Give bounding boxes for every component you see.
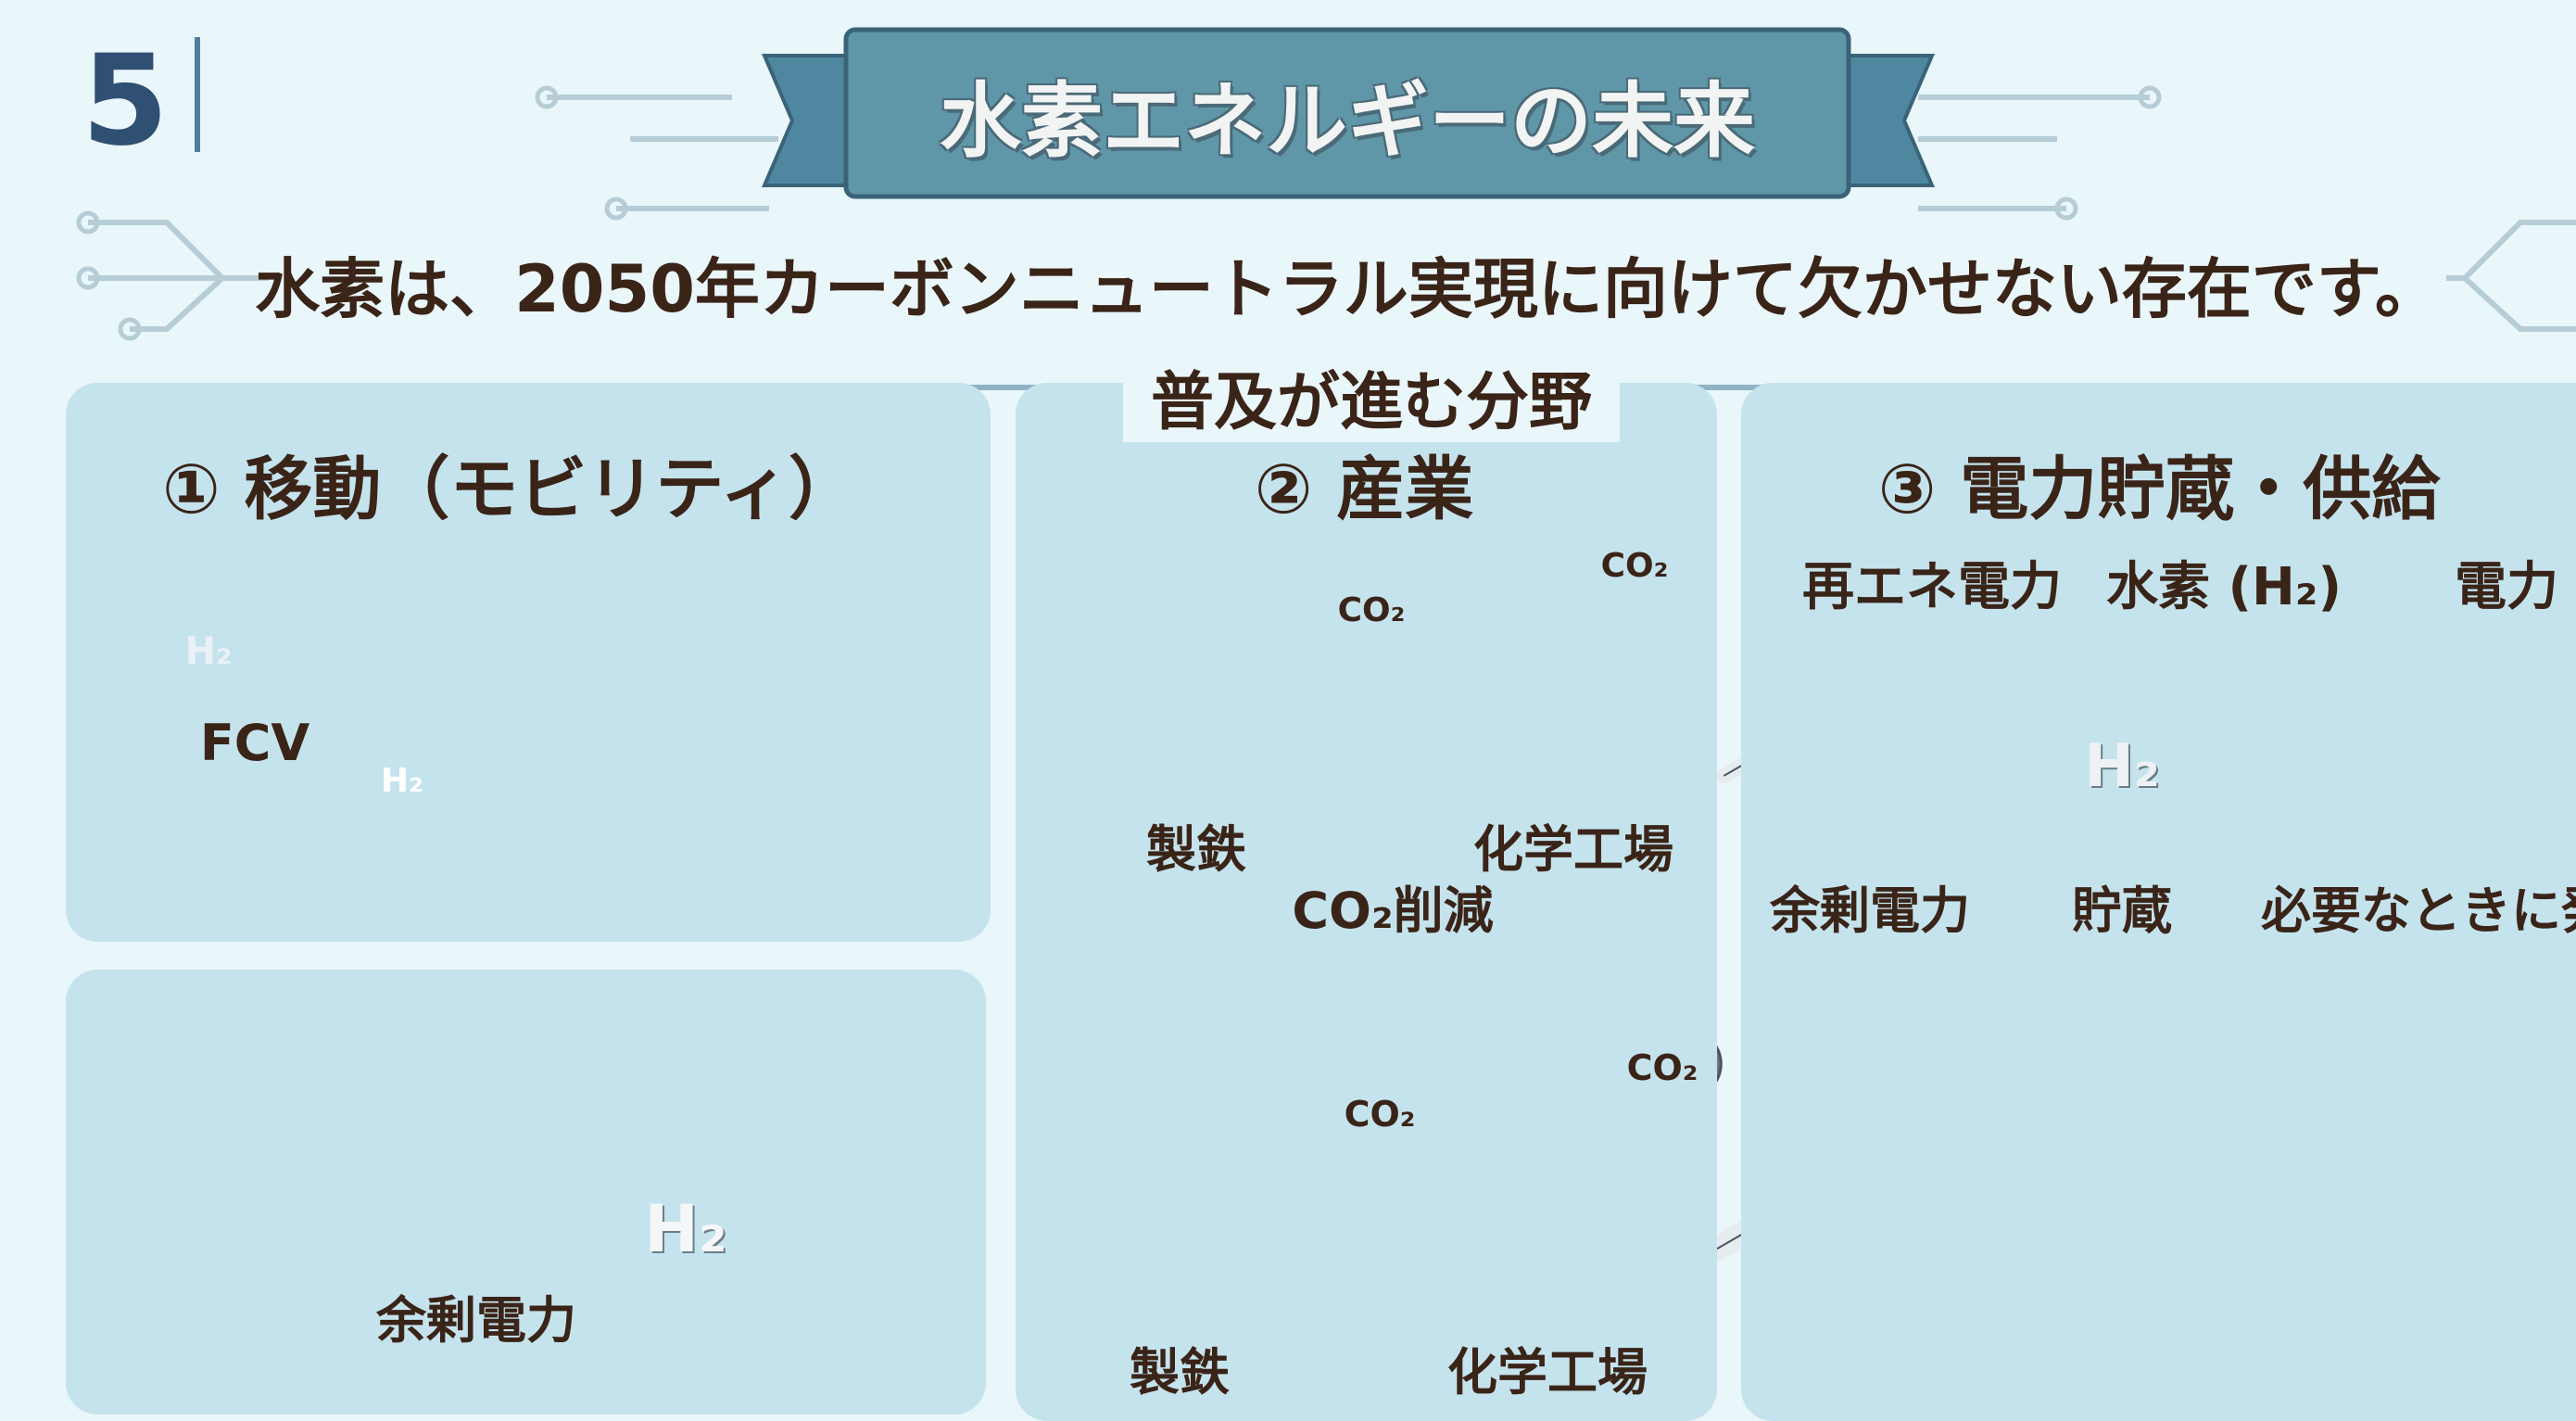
chemical-label-bottom: 化学工場 — [1447, 1343, 1648, 1402]
step-generate-label: 必要なときに発電 — [2261, 882, 2576, 940]
step-surplus-label: 余剰電力 — [1770, 882, 1970, 940]
co2-reduction-label: CO₂削減 — [1292, 882, 1494, 940]
panel-mobility — [66, 383, 991, 942]
storage-tank-h2-label: H₂ — [2084, 732, 2160, 801]
co2-bubble-label: CO₂ — [1344, 1094, 1416, 1135]
title-banner — [761, 27, 1936, 199]
panel-mobility-storage — [66, 970, 986, 1415]
flow-step-hydrogen: 水素 (H₂) — [2105, 557, 2342, 617]
panel-industry — [1016, 383, 1717, 1421]
flow-step-renewable: 再エネ電力 — [1802, 557, 2062, 617]
co2-bubble-label: CO₂ — [1337, 591, 1406, 629]
circuit-lines-decoration — [76, 85, 2576, 341]
surplus-power-label: 余剰電力 — [376, 1291, 576, 1350]
section-heading: 普及が進む分野 — [1122, 350, 1621, 442]
flow-step-power: 電力 — [2455, 557, 2558, 617]
step-storage-label: 貯蔵 — [2072, 882, 2172, 940]
chemical-label-top: 化学工場 — [1473, 820, 1673, 879]
slide-number: 5 — [82, 28, 169, 173]
subtitle: 水素は、2050年カーボンニュートラル実現に向けて欠かせない存在です。 — [255, 251, 2440, 327]
panel-power — [1741, 383, 2576, 1421]
panel-heading-mobility: ① 移動（モビリティ） — [162, 450, 857, 529]
steel-label-bottom: 製鉄 — [1130, 1343, 1230, 1402]
car-h2-badge: H₂ — [184, 630, 233, 673]
h2-badge: H₂ — [381, 762, 423, 800]
panel-heading-power: ③ 電力貯蔵・供給 — [1877, 450, 2441, 529]
co2-bubble-label: CO₂ — [1600, 547, 1669, 585]
co2-bubble-label: CO₂ — [1626, 1047, 1698, 1088]
tank-h2-label: H₂ — [644, 1191, 727, 1267]
page-title: 水素エネルギーの未来 — [939, 73, 1756, 169]
steel-label-top: 製鉄 — [1146, 820, 1246, 879]
fcv-label: FCV — [199, 714, 310, 772]
panel-heading-industry: ② 産業 — [1254, 450, 1474, 529]
slide-number-divider — [195, 37, 200, 152]
